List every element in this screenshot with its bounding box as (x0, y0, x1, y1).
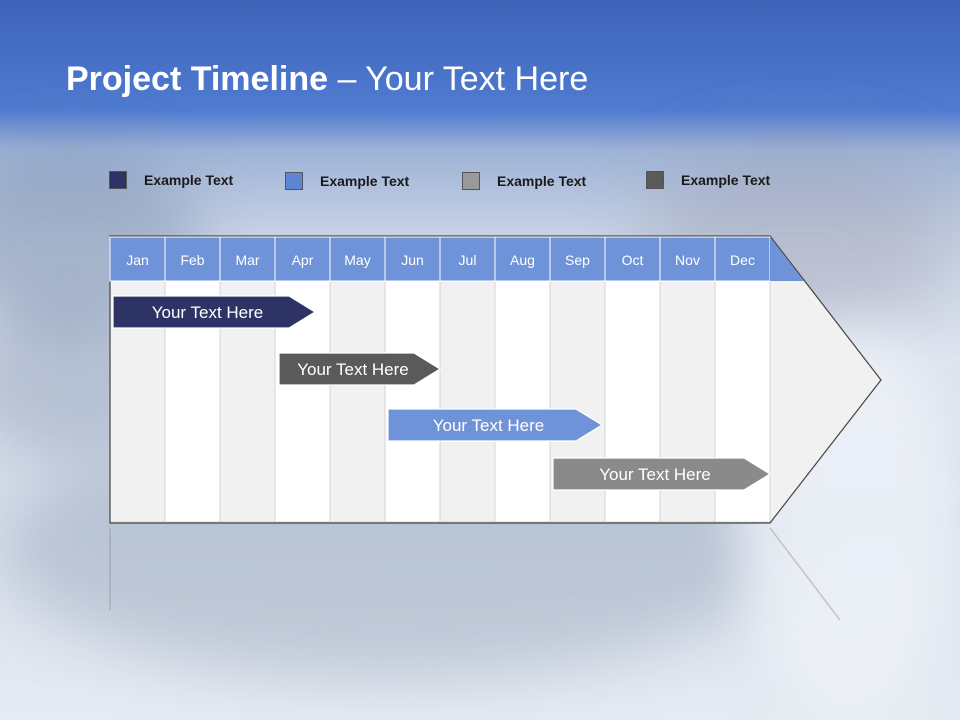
task-label: Your Text Here (152, 303, 264, 322)
month-column (329, 280, 386, 523)
month-label: Jan (126, 252, 149, 268)
task-label: Your Text Here (599, 465, 711, 484)
task-arrow: Your Text Here (552, 457, 772, 491)
month-header-cell (659, 236, 716, 282)
task-label: Your Text Here (433, 416, 545, 435)
header-tip (770, 237, 804, 281)
month-column (384, 280, 441, 523)
task-arrow: Your Text Here (112, 295, 317, 329)
legend-item: Example Text (285, 172, 409, 190)
title-rest: – Your Text Here (328, 60, 589, 98)
page-title: Project Timeline – Your Text Here (66, 60, 588, 99)
month-label: Sep (565, 252, 590, 268)
month-header-cell (384, 236, 441, 282)
arrow-head (770, 237, 881, 523)
month-label: Nov (675, 252, 700, 268)
month-column (439, 280, 496, 523)
task-arrow-shape (552, 457, 772, 491)
legend-item: Example Text (109, 171, 233, 189)
title-bold: Project Timeline (66, 60, 329, 98)
month-label: Apr (292, 252, 314, 268)
month-header-cell (714, 236, 771, 282)
month-header-cell (549, 236, 606, 282)
month-label: Oct (622, 252, 644, 268)
month-header-cell (274, 236, 331, 282)
timeline-reflection (109, 527, 841, 621)
month-label: Mar (235, 252, 259, 268)
month-header-cell (219, 236, 276, 282)
task-arrow: Your Text Here (278, 352, 442, 386)
month-label: Jul (459, 252, 477, 268)
legend-label: Example Text (681, 172, 771, 188)
task-label: Your Text Here (297, 360, 409, 379)
month-header: Jan Feb Mar Apr May Jun Jul Aug Sep Oct Nov Dec (109, 236, 804, 282)
legend-swatch (646, 171, 664, 189)
legend-swatch (109, 171, 127, 189)
month-header-cell (164, 236, 221, 282)
task-arrow: Your Text Here (387, 408, 604, 442)
month-label: Feb (180, 252, 204, 268)
month-label: Jun (401, 252, 424, 268)
legend-item: Example Text (646, 171, 770, 189)
month-header-cell (329, 236, 386, 282)
month-header-cell (439, 236, 496, 282)
legend-label: Example Text (144, 172, 234, 188)
month-column (494, 280, 551, 523)
legend-swatch (285, 172, 303, 190)
month-label: Dec (730, 252, 755, 268)
month-header-cell (494, 236, 551, 282)
legend-swatch (462, 172, 480, 190)
legend-label: Example Text (497, 173, 587, 189)
task-arrow-shape (112, 295, 317, 329)
month-header-cell (604, 236, 661, 282)
timeline-arrow-outline (109, 235, 882, 524)
legend-item: Example Text (462, 172, 586, 190)
month-label: May (344, 252, 370, 268)
month-label: Aug (510, 252, 535, 268)
legend-label: Example Text (320, 173, 410, 189)
task-arrow-shape (387, 408, 604, 442)
task-arrow-shape (278, 352, 442, 386)
